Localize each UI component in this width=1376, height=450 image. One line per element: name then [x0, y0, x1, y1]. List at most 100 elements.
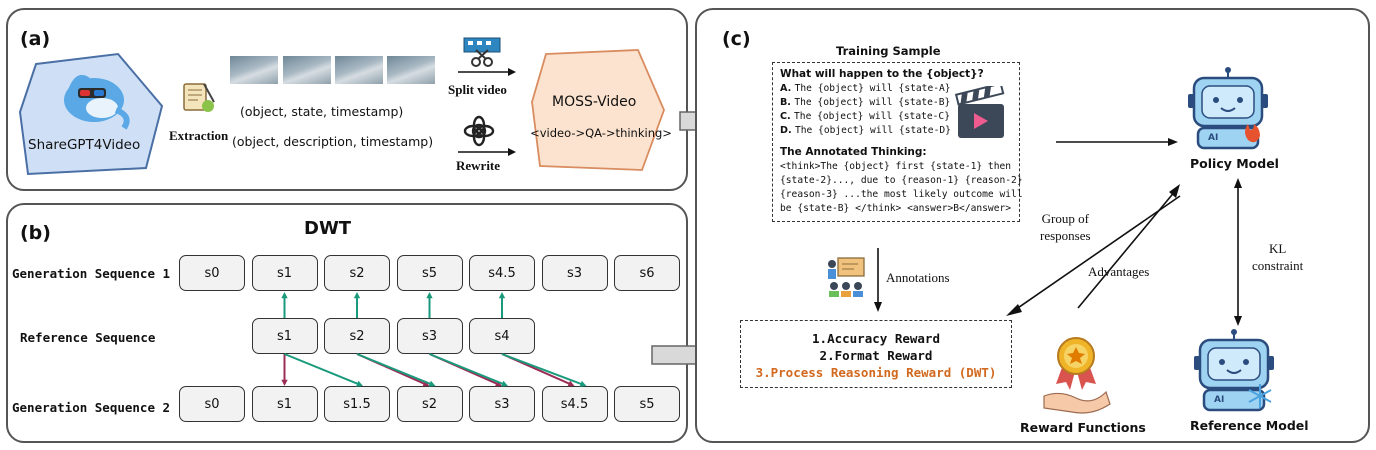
ref-box: s1 [251, 318, 318, 354]
gen2-box: s5 [614, 386, 680, 422]
panel-a-label: (a) [20, 28, 51, 50]
gen1-box: s0 [179, 255, 245, 291]
group-of-responses-label: Group of responses [1040, 210, 1091, 244]
reward-process-dwt: 3.Process Reasoning Reward (DWT) [755, 365, 997, 380]
moss-video-shape [531, 49, 665, 171]
dwt-alignment-arrows [281, 292, 587, 387]
panel-c-arrows [874, 138, 1242, 326]
reward-list: 1.Accuracy Reward 2.Format Reward 3.Proc… [740, 330, 1012, 381]
options-list: A. The {object} will {state-A}B. The {ob… [780, 82, 951, 138]
annotations-label: Annotations [886, 270, 950, 285]
training-sample-box [772, 62, 1020, 222]
reward-format: 2.Format Reward [819, 348, 933, 363]
gen1-box: s2 [324, 255, 390, 291]
video-frame-3 [335, 56, 383, 84]
down-alignment-arrow [356, 353, 436, 387]
advantages-label: Advantages [1088, 264, 1150, 279]
generation-sequence-1-label: Generation Sequence 1 [12, 266, 171, 281]
gen2-box: s3 [469, 386, 535, 422]
down-alignment-arrow [501, 353, 587, 387]
policy-robot-icon [1188, 67, 1268, 150]
reward-accuracy: 1.Accuracy Reward [812, 331, 940, 346]
thinking-line: be {state-B} </think> <answer>B</answer> [780, 203, 1012, 214]
annotated-thinking-text: <think>The {object} first {state-1} then… [780, 160, 1023, 216]
thinking-line: <think>The {object} first {state-1} then [780, 161, 1012, 172]
reference-sequence-label: Reference Sequence [20, 330, 156, 345]
thinking-line: {reason-3} ...the most likely outcome wi… [780, 189, 1023, 200]
sharegpt4video-shape [18, 52, 164, 176]
teacher-icon [828, 257, 865, 297]
reference-robot-icon [1194, 329, 1274, 412]
triple-state: (object, state, timestamp) [240, 104, 404, 119]
generation-sequence-2-label: Generation Sequence 2 [12, 400, 171, 415]
up-alignment-arrow [498, 292, 506, 318]
dolphin-icon [64, 74, 130, 130]
kl-line: KL [1268, 241, 1287, 256]
moss-video-title: MOSS-Video [552, 94, 637, 110]
constraint-line: constraint [1252, 258, 1304, 273]
triple-description: (object, description, timestamp) [232, 134, 434, 149]
gen1-box: s3 [541, 255, 608, 291]
reward-box [740, 320, 1012, 388]
snowflake-icon [1248, 384, 1272, 408]
training-question: What will happen to the {object}? [780, 68, 984, 80]
kl-constraint-label: KL constraint [1252, 240, 1303, 274]
video-frame-2 [283, 56, 331, 84]
gen1-box: s6 [614, 255, 680, 291]
group-of-line: Group of [1041, 211, 1089, 226]
panel-b-label: (b) [20, 222, 51, 244]
film-scissors-icon [463, 37, 501, 67]
option-item: B. The {object} will {state-B} [780, 96, 951, 110]
option-item: A. The {object} will {state-A} [780, 82, 951, 96]
reference-model-label: Reference Model [1190, 418, 1309, 433]
option-item: D. The {object} will {state-D} [780, 124, 951, 138]
gen2-box: s2 [396, 386, 463, 422]
openai-icon [463, 115, 495, 147]
video-frame-4 [387, 56, 435, 84]
option-letter: B. [780, 97, 795, 108]
down-alignment-arrow [281, 354, 288, 386]
up-alignment-arrow [353, 292, 361, 318]
ref-box: s4 [469, 318, 535, 354]
down-alignment-arrow [284, 353, 363, 387]
option-text: The {object} will {state-B} [794, 97, 951, 108]
option-item: C. The {object} will {state-C} [780, 110, 951, 124]
reward-functions-label: Reward Functions [1020, 420, 1146, 435]
option-letter: A. [780, 83, 795, 94]
rewrite-label: Rewrite [456, 158, 501, 173]
policy-model-label: Policy Model [1190, 156, 1279, 171]
gen1-box: s5 [396, 255, 463, 291]
gen1-box: s1 [251, 255, 318, 291]
option-text: The {object} will {state-D} [794, 125, 951, 136]
reference-robot-tag: AI [1214, 395, 1225, 405]
up-alignment-arrow [281, 292, 288, 318]
split-video-label: Split video [448, 82, 507, 97]
ref-box: s2 [324, 318, 390, 354]
gen2-box: s0 [179, 386, 245, 422]
gen1-box: s4.5 [469, 255, 535, 291]
option-text: The {object} will {state-A} [794, 83, 951, 94]
clapperboard-icon [954, 86, 1005, 138]
medal-icon [1043, 337, 1111, 414]
panel-c-label: (c) [722, 28, 751, 50]
up-alignment-arrow [426, 292, 433, 318]
moss-video-sub: <video->QA->thinking> [530, 126, 672, 140]
training-sample-title: Training Sample [836, 44, 941, 58]
down-alignment-arrow [429, 353, 508, 387]
option-letter: D. [780, 125, 795, 136]
thinking-line: {state-2}..., due to {reason-1} {reason-… [780, 175, 1023, 186]
option-text: The {object} will {state-C} [794, 111, 950, 122]
gen2-box: s1 [251, 386, 318, 422]
option-letter: C. [780, 111, 795, 122]
video-frame-1 [230, 56, 278, 84]
extraction-label: Extraction [169, 128, 229, 143]
policy-robot-tag: AI [1208, 133, 1219, 143]
scroll-icon [183, 83, 215, 112]
dwt-title: DWT [304, 218, 352, 239]
ref-box: s3 [396, 318, 463, 354]
gen2-box: s4.5 [541, 386, 608, 422]
annotated-thinking-title: The Annotated Thinking: [780, 146, 927, 158]
sharegpt4video-label: ShareGPT4Video [28, 137, 141, 153]
panel-a-arrows [458, 68, 516, 156]
responses-line: responses [1040, 228, 1091, 243]
